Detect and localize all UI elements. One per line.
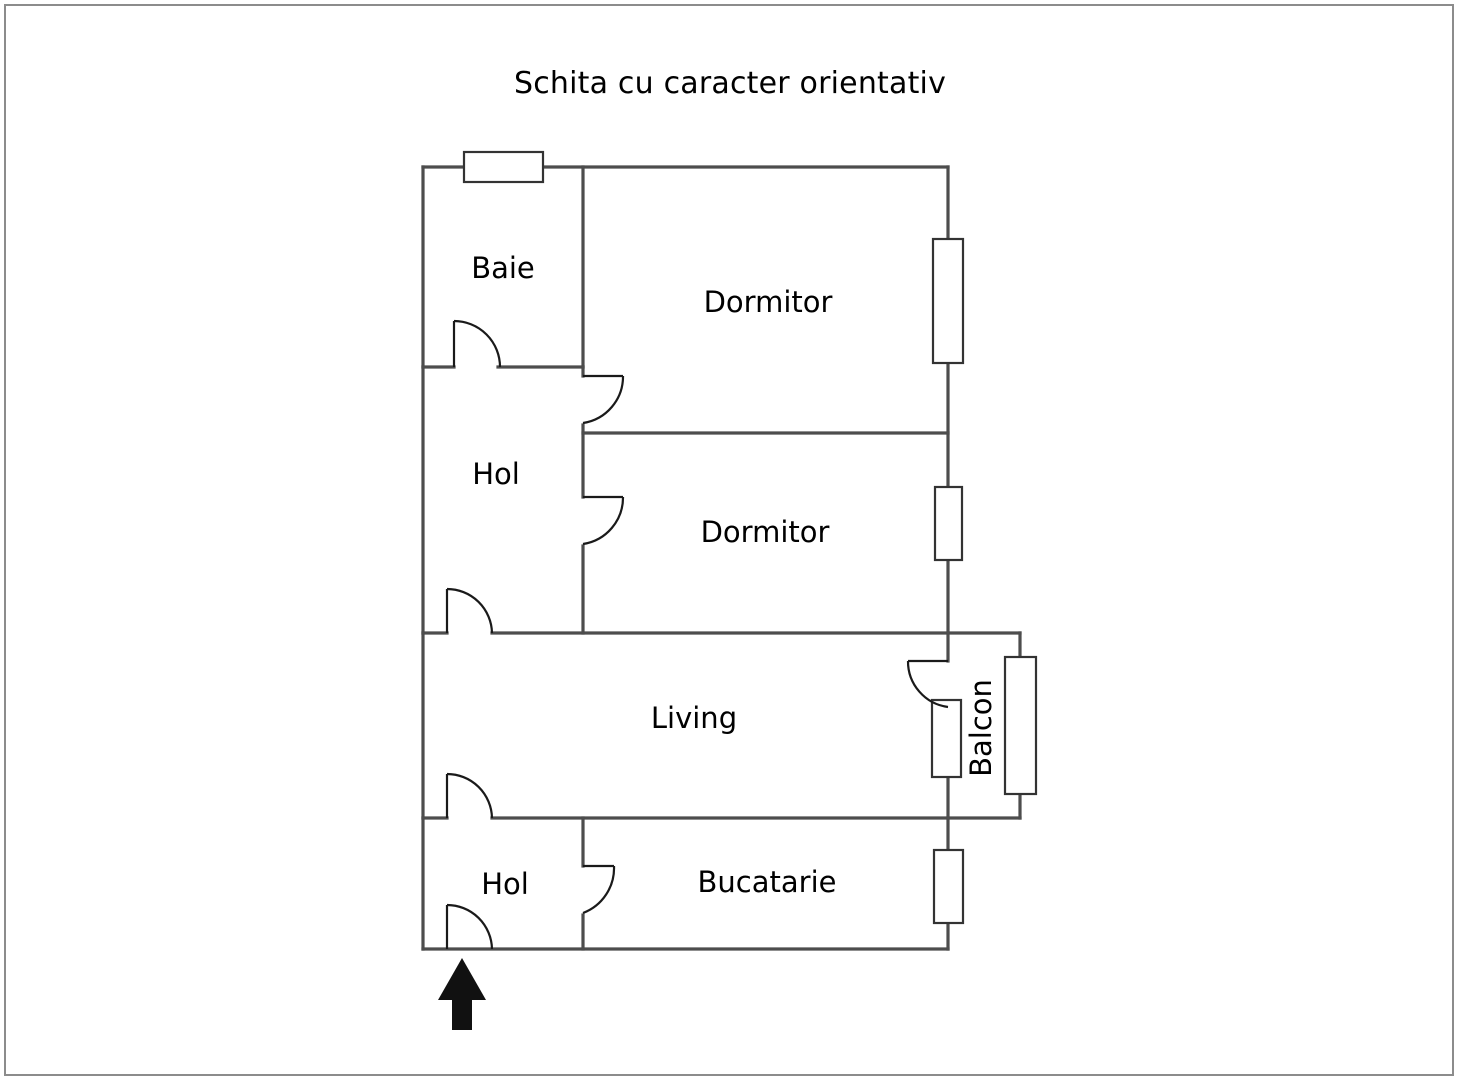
windows-group [462, 150, 1038, 925]
room-label-baie: Baie [471, 251, 535, 285]
door-dormitor-2 [582, 495, 625, 546]
room-label-bucatarie: Bucatarie [698, 865, 837, 899]
door-balcon [906, 659, 949, 709]
page-title: Schita cu caracter orientativ [513, 66, 947, 101]
room-label-dormitor-2: Dormitor [701, 515, 830, 549]
room-label-hol-sus: Hol [472, 457, 520, 491]
door-entrance [445, 903, 494, 950]
room-label-balcon: Balcon [964, 679, 998, 777]
window-bucatarie [932, 848, 965, 925]
door-bucatarie [582, 864, 616, 915]
window-baie-top [462, 150, 545, 184]
room-label-living: Living [651, 701, 737, 735]
window-balcon-right [1003, 655, 1038, 796]
room-label-dormitor-1: Dormitor [704, 285, 833, 319]
door-living-bottom [445, 772, 494, 819]
room-label-hol-jos: Hol [481, 867, 529, 901]
room-labels-group: Baie Dormitor Hol Dormitor Living Balcon… [471, 251, 998, 901]
door-dormitor-1 [582, 374, 625, 425]
doors-group [445, 319, 949, 950]
door-living-top [445, 587, 494, 634]
door-baie [452, 319, 502, 368]
window-dormitor-1 [931, 237, 965, 365]
entrance-arrow [438, 958, 486, 1030]
window-living-to-balcon [930, 698, 963, 779]
window-dormitor-2 [933, 485, 964, 562]
